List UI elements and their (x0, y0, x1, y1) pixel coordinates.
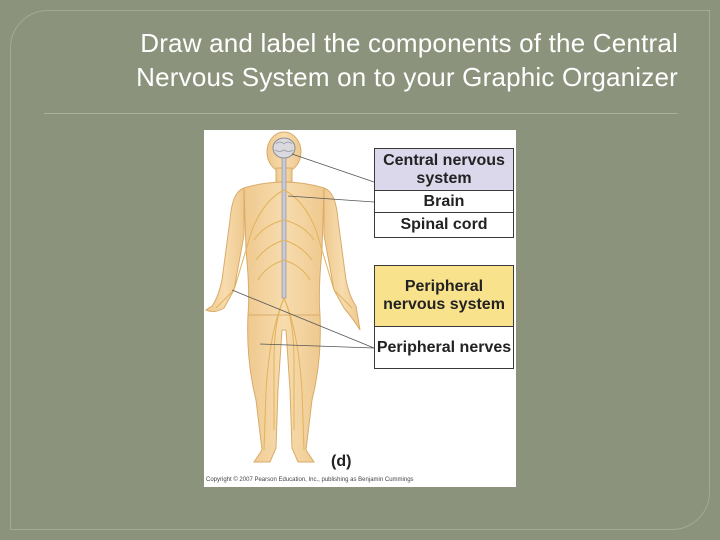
label-spinal-cord: Spinal cord (374, 213, 514, 238)
title-divider (44, 113, 678, 114)
label-brain: Brain (374, 191, 514, 213)
label-central-nervous-system: Central nervous system (374, 148, 514, 191)
brain-shape (273, 138, 295, 158)
nervous-system-figure: Central nervous system Brain Spinal cord… (204, 130, 516, 487)
label-peripheral-nervous-system: Peripheral nervous system (374, 265, 514, 327)
copyright-notice: Copyright © 2007 Pearson Education, Inc.… (206, 477, 414, 483)
spinal-cord-shape (282, 158, 286, 298)
label-peripheral-nerves: Peripheral nerves (374, 327, 514, 369)
panel-letter: (d) (331, 453, 351, 471)
slide-title: Draw and label the components of the Cen… (60, 26, 678, 94)
